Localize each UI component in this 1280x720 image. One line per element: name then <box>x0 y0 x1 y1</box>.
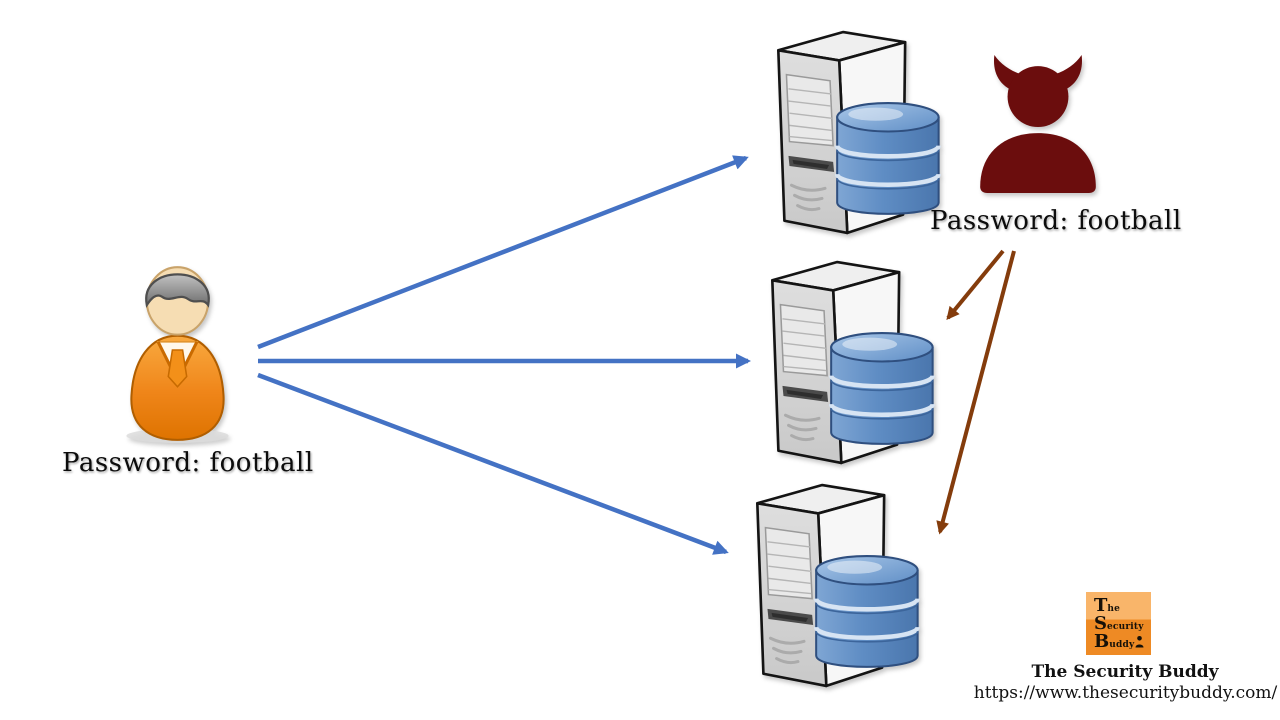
brand-url: https://www.thesecuritybuddy.com/ <box>973 683 1278 703</box>
server-database-icon-1 <box>776 30 944 238</box>
brown-arrow-attacker-to-server-2 <box>946 249 1005 321</box>
devil-icon <box>980 55 1096 193</box>
logo-person-icon <box>1135 635 1144 647</box>
attacker-password-label: Password: football <box>930 206 1182 236</box>
blue-arrow-user-to-server-1 <box>257 155 749 350</box>
person-icon <box>126 266 229 443</box>
server-database-icon-3 <box>755 483 923 691</box>
logo-initial-b: B <box>1094 630 1110 652</box>
brand-name: The Security Buddy <box>1031 662 1219 682</box>
logo-initial-s: S <box>1094 612 1107 634</box>
blue-arrow-user-to-server-3 <box>257 372 729 555</box>
user-password-label: Password: football <box>62 448 314 478</box>
brown-arrow-attacker-to-server-3 <box>936 250 1016 535</box>
server-database-icon-2 <box>770 260 938 468</box>
logo-initial-t: T <box>1094 594 1108 616</box>
